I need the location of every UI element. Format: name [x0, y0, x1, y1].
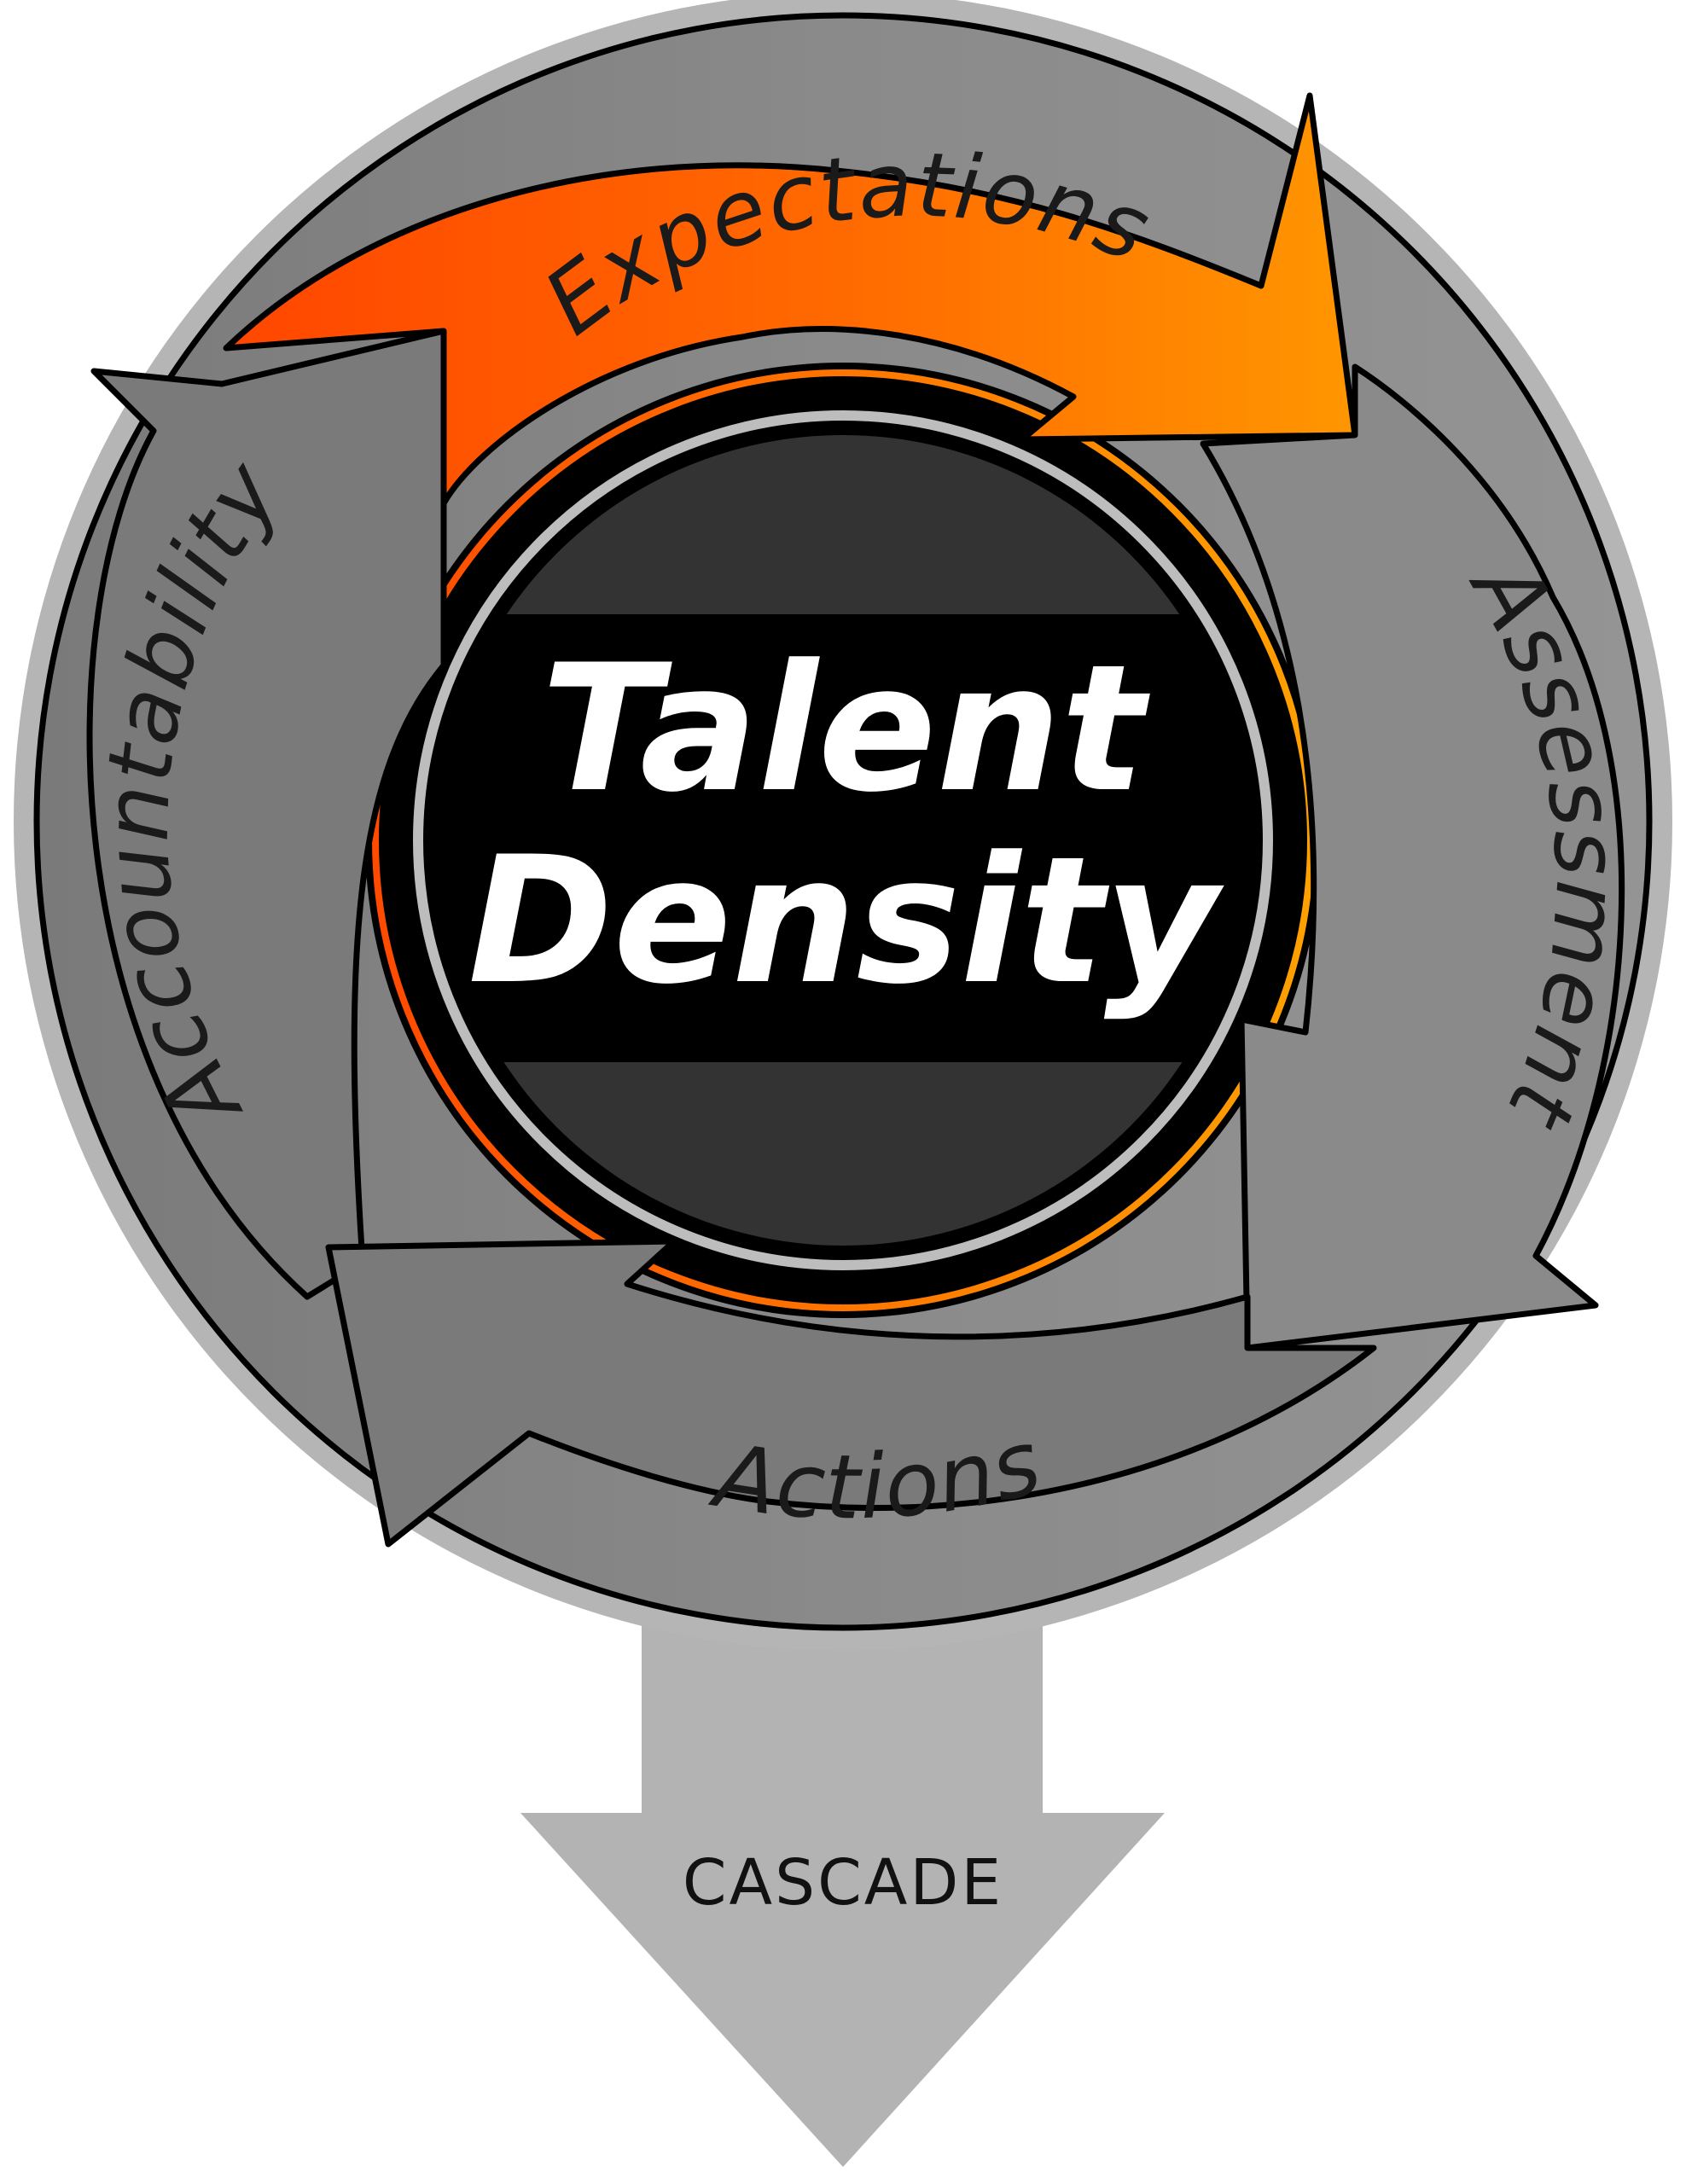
- inner-silver-ring: [413, 410, 1273, 1270]
- expectations-arrow: [223, 92, 1358, 507]
- inner-black-band: [387, 384, 1299, 1297]
- cascade-label: CASCADE: [683, 1846, 1003, 1920]
- cascade-arrow: CASCADE: [520, 1612, 1165, 2167]
- accountability-arrow-shape: [86, 328, 447, 1300]
- center-title-line-1: Talent: [541, 628, 1150, 831]
- center-title-line-2: Density: [468, 820, 1224, 1023]
- cascade-arrow-shape: [520, 1612, 1165, 2167]
- actions-arrow-shape: [325, 1238, 1377, 1548]
- assessment-arrow: [1200, 363, 1625, 1351]
